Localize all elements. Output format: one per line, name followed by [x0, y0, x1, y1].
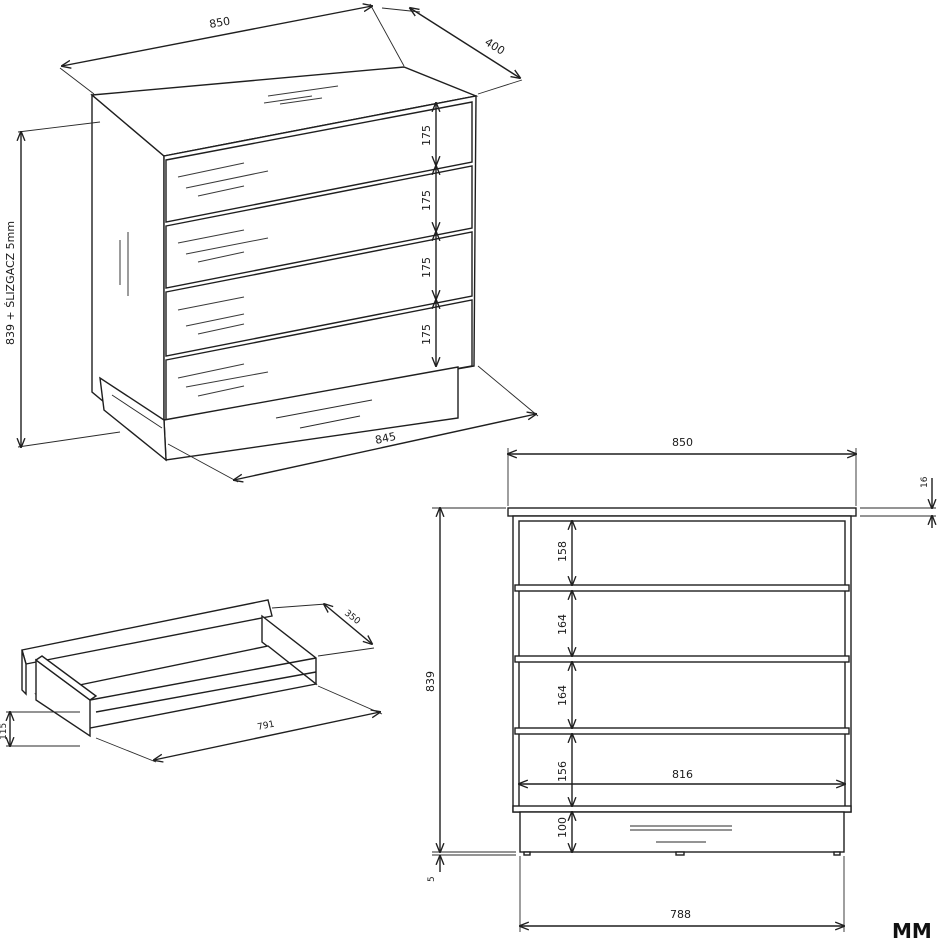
front-opening-4-label: 156: [556, 761, 569, 782]
front-plinth-width-label: 788: [670, 908, 691, 921]
iso-drawer-front: [165, 165, 473, 289]
iso-drawer-front-1-label: 175: [420, 125, 433, 146]
iso-drawer-dimensions: 175 175 175 175: [420, 103, 436, 366]
iso-front-highlights: [177, 162, 269, 397]
front-foot: [675, 851, 685, 856]
iso-plinth-width-label: 845: [374, 430, 397, 447]
front-inner-width-label: 816: [672, 768, 693, 781]
front-shelf: [514, 727, 850, 735]
drawer-height-label: 115: [0, 723, 9, 740]
isometric-view: 850 400 839 + ŚLIZGACZ 5mm 845 175 175 1…: [4, 4, 539, 482]
front-bottom-board: [512, 805, 852, 813]
front-opening-2-label: 164: [556, 614, 569, 635]
front-plinth-height-label: 100: [556, 817, 569, 838]
front-shelf: [514, 584, 850, 592]
front-opening-dimensions: 158 164 164 156 100: [556, 521, 572, 852]
brand-logo: MM: [892, 919, 932, 941]
drawer-box-detail: 350 791 115: [0, 599, 383, 762]
drawer-back-edge: [21, 649, 27, 696]
front-shelf: [514, 655, 850, 663]
front-glide-label: 5: [427, 876, 437, 882]
drawer-left-side-top: [34, 655, 98, 701]
front-top-thickness-label: 16: [920, 476, 930, 488]
iso-height-label: 839 + ŚLIZGACZ 5mm: [4, 221, 17, 345]
iso-drawer-front: [165, 299, 473, 421]
front-top-board: [507, 507, 857, 517]
front-width-label: 850: [672, 436, 693, 449]
iso-depth-label: 400: [482, 36, 507, 58]
front-foot: [833, 851, 841, 856]
front-height-label: 839: [424, 671, 437, 692]
iso-drawer-front: [165, 101, 473, 223]
drawer-depth-label: 350: [342, 608, 362, 627]
front-view: 850 16 839 5 158 164 164 156 100: [424, 436, 936, 932]
drawer-length-label: 791: [257, 720, 276, 733]
front-opening-3-label: 164: [556, 685, 569, 706]
iso-drawer-front-4-label: 175: [420, 324, 433, 345]
front-opening-1-label: 158: [556, 541, 569, 562]
iso-drawer-front-2-label: 175: [420, 190, 433, 211]
iso-width-label: 850: [208, 15, 231, 31]
front-foot: [523, 851, 531, 856]
iso-drawer-front-3-label: 175: [420, 257, 433, 278]
iso-drawer-front: [165, 231, 473, 357]
